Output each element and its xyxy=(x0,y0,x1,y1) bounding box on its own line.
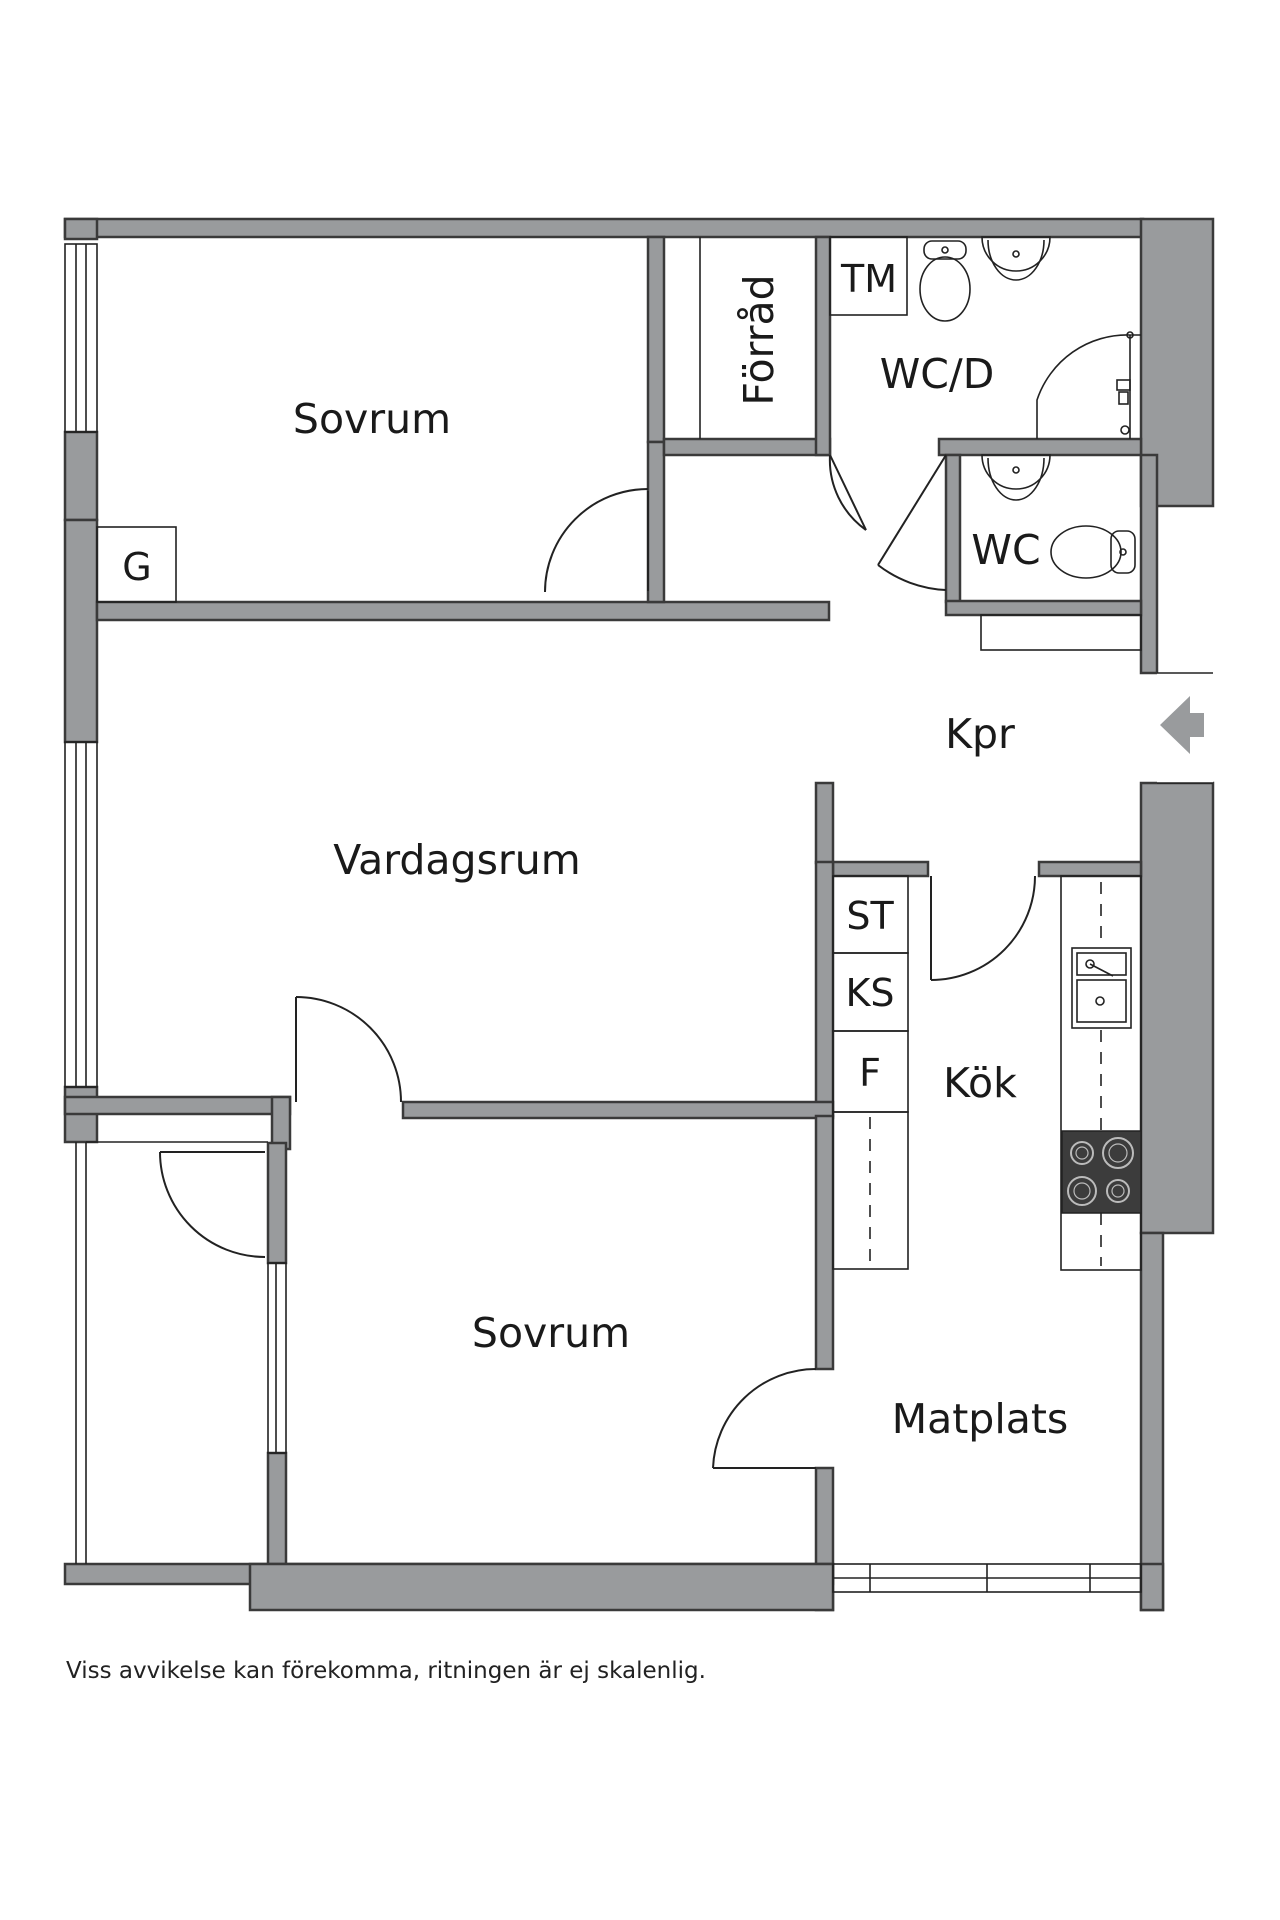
room-label-vardagsrum: Vardagsrum xyxy=(333,836,580,884)
window-sovrum-top xyxy=(64,243,98,433)
entrance-arrow-icon xyxy=(1160,696,1204,754)
room-label-sovrum-bottom: Sovrum xyxy=(472,1309,630,1357)
label-st: ST xyxy=(846,894,894,938)
tm-box xyxy=(829,236,908,316)
window-vardagsrum xyxy=(64,741,98,1088)
room-label-kok: Kök xyxy=(943,1059,1017,1107)
label-ks: KS xyxy=(845,971,894,1015)
windows xyxy=(64,243,1142,1593)
kitchen-sink-icon xyxy=(1071,947,1132,1029)
label-g: G xyxy=(122,545,151,589)
label-f: F xyxy=(859,1051,881,1095)
room-labels: Sovrum Vardagsrum Sovrum Kpr Kök Matplat… xyxy=(122,257,1068,1443)
sink-icon xyxy=(981,236,1051,281)
room-label-sovrum-top: Sovrum xyxy=(293,395,451,443)
stove-icon xyxy=(1061,1130,1142,1214)
appliance-column xyxy=(832,875,909,1270)
balcony xyxy=(75,1141,268,1564)
room-label-wc: WC xyxy=(971,526,1040,574)
toilet-icon xyxy=(1050,525,1136,579)
g-cabinet xyxy=(96,526,177,603)
disclaimer-text: Viss avvikelse kan förekomma, ritningen … xyxy=(66,1658,706,1684)
window-matplats xyxy=(832,1563,1142,1593)
hall-shelf xyxy=(980,614,1142,651)
room-label-wcd: WC/D xyxy=(880,350,995,398)
shower-icon xyxy=(1036,331,1141,439)
room-label-matplats: Matplats xyxy=(892,1395,1069,1443)
window-sovrum-bottom xyxy=(267,1262,287,1454)
sink-icon xyxy=(981,454,1051,501)
toilet-icon xyxy=(919,240,971,322)
kitchen-counter xyxy=(1060,875,1142,1271)
room-label-kpr: Kpr xyxy=(945,710,1015,758)
doors xyxy=(159,454,1036,1469)
label-tm: TM xyxy=(840,257,897,301)
room-label-forrad: Förråd xyxy=(735,274,783,405)
